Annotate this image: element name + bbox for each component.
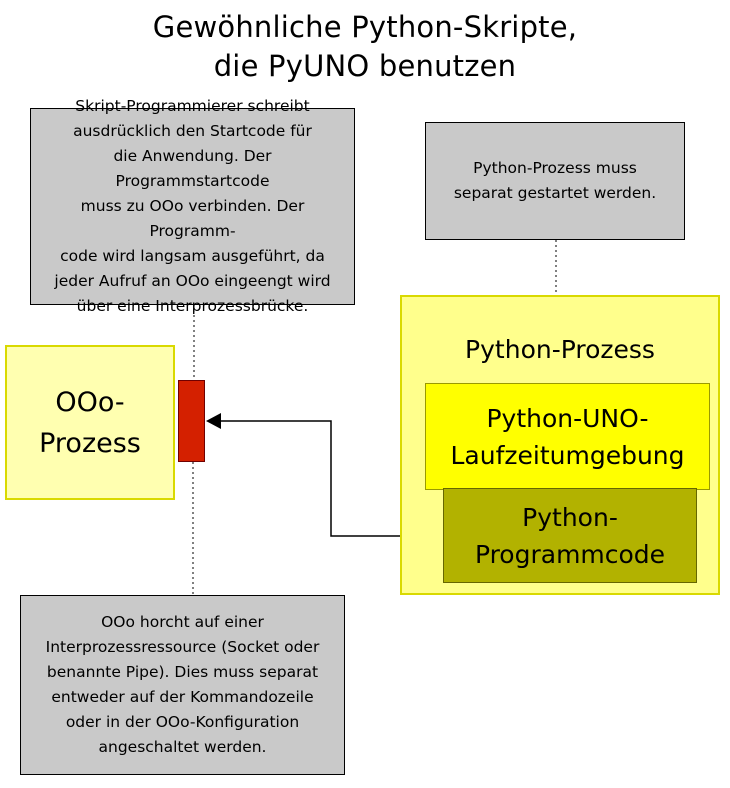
python-process-label: Python-Prozess xyxy=(465,335,655,364)
interprocess-bridge-box xyxy=(178,380,205,462)
callout-start-code: Skript-Programmierer schreibt ausdrückli… xyxy=(30,97,355,315)
python-code-box: Python- Programmcode xyxy=(443,488,697,583)
callout-ooo-listen: OOo horcht auf einer Interprozessressour… xyxy=(20,595,345,775)
diagram-title: Gewöhnliche Python-Skripte, die PyUNO be… xyxy=(152,10,578,83)
python-uno-runtime-box: Python-UNO- Laufzeitumgebung xyxy=(425,383,710,490)
arrowhead xyxy=(206,413,221,429)
ooo-process-box: OOo- Prozess xyxy=(5,345,175,500)
solid-connector-code-to-bridge xyxy=(218,420,400,537)
callout-separate-start: Python-Prozess muss separat gestartet we… xyxy=(425,122,685,240)
